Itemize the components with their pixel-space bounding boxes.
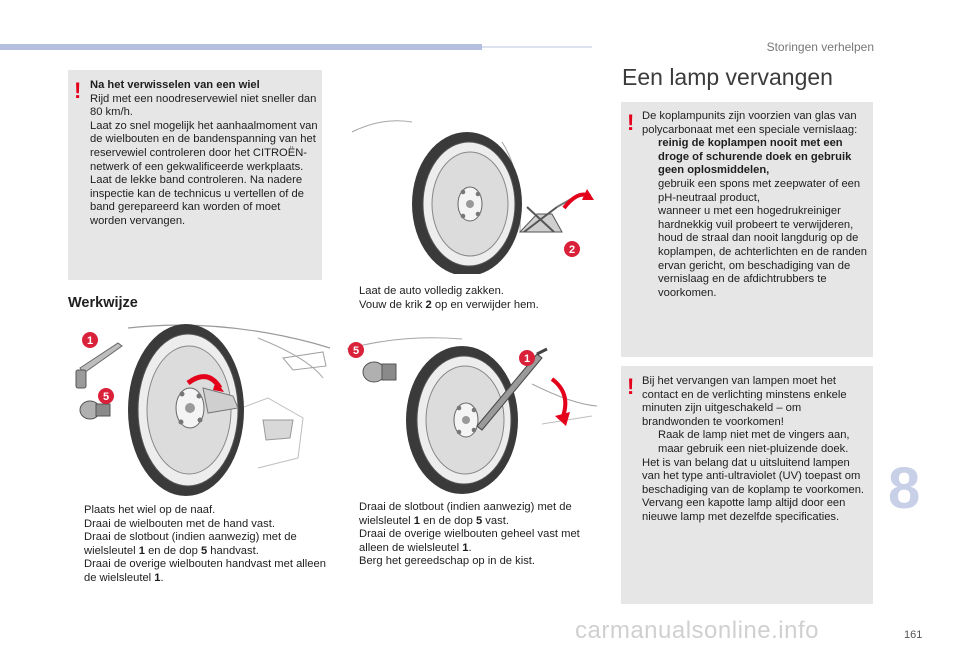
step-item: Draai de overige wielbouten handvast met… <box>68 558 330 585</box>
warning-icon: ! <box>627 374 635 399</box>
illustration-wheel-tighten: 5 1 <box>346 337 598 494</box>
step-item: Berg het gereedschap op in de kist. <box>343 555 601 569</box>
bullet-icon <box>68 558 84 585</box>
step-item: Laat de auto volledig zakken. <box>343 285 599 299</box>
label-cap: 5 <box>103 391 109 403</box>
header-accent-line <box>482 46 592 48</box>
section-heading-werkwijze: Werkwijze <box>68 295 138 311</box>
step-item: Draai de slotbout (indien aanwezig) met … <box>343 501 601 528</box>
warning-bullet: reinig de koplampen nooit met een droge … <box>642 137 870 178</box>
warning-icon: ! <box>627 110 635 135</box>
bullet-icon <box>642 137 658 178</box>
warning-title: Na het verwisselen van een wiel <box>90 79 260 91</box>
page-number: 161 <box>904 629 923 641</box>
warning-bullet: gebruik een spons met zeepwater of een p… <box>642 178 870 205</box>
step-item: Draai de overige wielbouten geheel vast … <box>343 528 601 555</box>
illustration-jack-lower: 2 <box>351 120 594 274</box>
bullet-icon <box>343 285 359 299</box>
step-item: Vouw de krik 2 op en verwijder hem. <box>343 299 599 313</box>
warning-bullet: Raak de lamp niet met de vingers aan, ma… <box>642 429 870 456</box>
warning-bullet: wanneer u met een hogedrukreiniger hardn… <box>642 205 870 300</box>
bullet-icon <box>68 504 84 518</box>
illustration-wheel-mount: 1 5 <box>75 324 330 496</box>
step-item: Draai de slotbout (indien aanwezig) met … <box>68 531 330 558</box>
section-heading-lamp: Een lamp vervangen <box>622 64 833 90</box>
bullet-icon <box>343 528 359 555</box>
werkwijze-steps: Plaats het wiel op de naaf. Draai de wie… <box>68 504 330 586</box>
tighten-steps: Draai de slotbout (indien aanwezig) met … <box>343 501 601 569</box>
warning-text: De koplampunits zijn voorzien van glas v… <box>642 110 870 300</box>
warning-box-lamp-replacement: ! Bij het vervangen van lampen moet het … <box>621 366 873 604</box>
warning-text: Na het verwisselen van een wiel Rijd met… <box>90 79 320 229</box>
bullet-icon <box>68 531 84 558</box>
watermark: carmanualsonline.info <box>575 617 819 644</box>
warning-text: Bij het vervangen van lampen moet het co… <box>642 375 870 525</box>
bullet-icon <box>343 501 359 528</box>
lower-car-steps: Laat de auto volledig zakken. Vouw de kr… <box>343 285 599 312</box>
bullet-icon <box>642 205 658 300</box>
warning-icon: ! <box>74 78 82 103</box>
label-cap: 5 <box>353 345 359 357</box>
bullet-icon <box>343 555 359 569</box>
step-item: Draai de wielbouten met de hand vast. <box>68 518 330 532</box>
label-wrench: 1 <box>87 335 93 347</box>
label-jack: 2 <box>569 244 575 256</box>
bullet-icon <box>642 429 658 456</box>
bullet-icon <box>68 518 84 532</box>
header-accent-bar <box>0 44 482 50</box>
chapter-title: Storingen verhelpen <box>766 40 874 54</box>
bullet-icon <box>343 299 359 313</box>
step-item: Plaats het wiel op de naaf. <box>68 504 330 518</box>
chapter-tab-number: 8 <box>888 456 921 521</box>
bullet-icon <box>642 178 658 205</box>
label-wrench: 1 <box>524 353 530 365</box>
warning-body: Rijd met een noodreservewiel niet snelle… <box>90 92 318 227</box>
warning-box-headlamp-care: ! De koplampunits zijn voorzien van glas… <box>621 102 873 357</box>
warning-box-tire: ! Na het verwisselen van een wiel Rijd m… <box>68 70 322 280</box>
